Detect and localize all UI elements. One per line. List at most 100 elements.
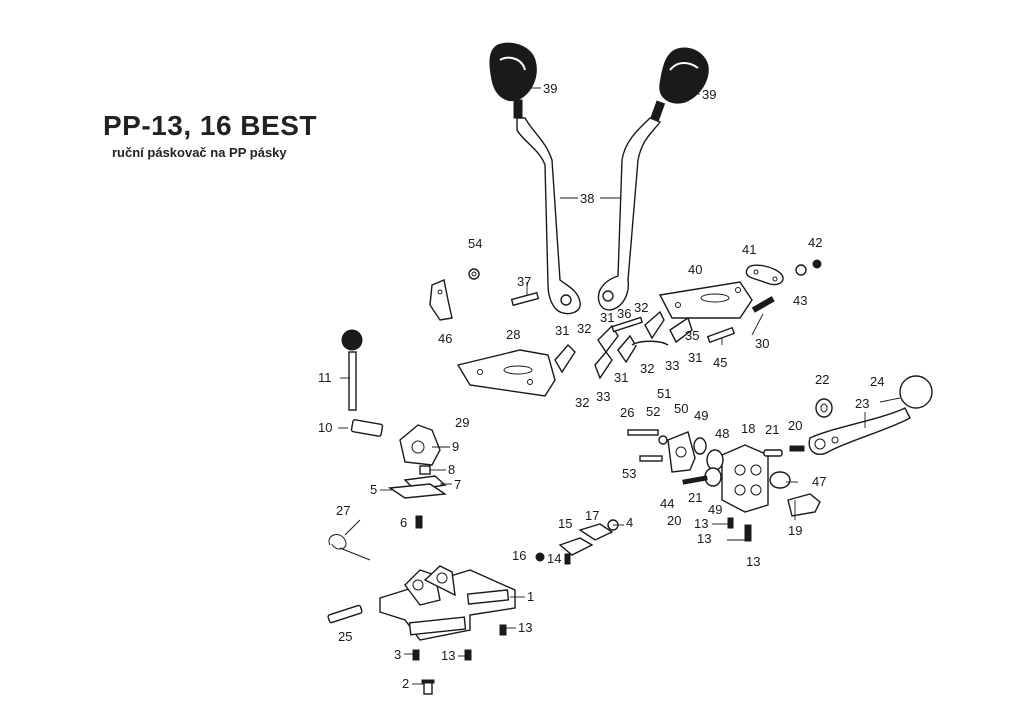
- part-19: [787, 493, 821, 517]
- callout-39-right: 39: [702, 87, 716, 102]
- lever-arm-right: [597, 117, 662, 311]
- lever-arm-left: [516, 117, 581, 315]
- callout-1: 1: [527, 589, 534, 604]
- diagram-subtitle: ruční páskovač na PP pásky: [112, 145, 287, 160]
- lever-11: [341, 329, 363, 411]
- callout-24: 24: [870, 374, 884, 389]
- callout-21-a: 21: [765, 422, 779, 437]
- callout-33-a: 33: [665, 358, 679, 373]
- callout-31-a: 31: [555, 323, 569, 338]
- callout-47: 47: [812, 474, 826, 489]
- screw-6: [415, 515, 423, 529]
- callout-28: 28: [506, 327, 520, 342]
- callout-35: 35: [685, 328, 699, 343]
- housing-18: [721, 444, 769, 513]
- callout-31-b: 31: [600, 310, 614, 325]
- callout-7: 7: [454, 477, 461, 492]
- callout-44: 44: [660, 496, 674, 511]
- callout-49-a: 49: [694, 408, 708, 423]
- callout-4: 4: [626, 515, 633, 530]
- callout-51: 51: [657, 386, 671, 401]
- callout-13-c: 13: [694, 516, 708, 531]
- callout-38: 38: [580, 191, 594, 206]
- callout-52: 52: [646, 404, 660, 419]
- plate-50: [667, 431, 696, 473]
- callout-16: 16: [512, 548, 526, 563]
- washers-48-49-52: [658, 435, 724, 487]
- screw-30: [751, 296, 775, 313]
- callout-8: 8: [448, 462, 455, 477]
- parts-8-7-5: [387, 465, 448, 499]
- callout-31-d: 31: [614, 370, 628, 385]
- nut-42: [812, 259, 822, 269]
- callout-21-b: 21: [688, 490, 702, 505]
- pin-37: [510, 291, 540, 307]
- callout-19: 19: [788, 523, 802, 538]
- callout-53: 53: [622, 466, 636, 481]
- callout-5: 5: [370, 482, 377, 497]
- callout-49-b: 49: [708, 502, 722, 517]
- callout-17: 17: [585, 508, 599, 523]
- spring-27: [328, 519, 371, 561]
- callout-32-d: 32: [575, 395, 589, 410]
- callout-18: 18: [741, 421, 755, 436]
- callout-20-b: 20: [667, 513, 681, 528]
- block-9: [399, 424, 441, 466]
- callout-13-a: 13: [518, 620, 532, 635]
- callout-6: 6: [400, 515, 407, 530]
- callout-3: 3: [394, 647, 401, 662]
- callout-30: 30: [755, 336, 769, 351]
- callout-33-b: 33: [596, 389, 610, 404]
- callout-13-d: 13: [697, 531, 711, 546]
- callout-42: 42: [808, 235, 822, 250]
- screws-13-right: [727, 517, 752, 542]
- washer-54: [468, 268, 480, 280]
- lever-arm-23: [808, 407, 911, 456]
- handle-grip-left: [489, 42, 537, 119]
- callout-13-b: 13: [441, 648, 455, 663]
- diagram-title: PP-13, 16 BEST: [103, 110, 317, 141]
- callout-27: 27: [336, 503, 350, 518]
- callout-20-a: 20: [788, 418, 802, 433]
- washer-43: [795, 264, 807, 276]
- callout-25: 25: [338, 629, 352, 644]
- callout-31-c: 31: [688, 350, 702, 365]
- handle-grip-right: [650, 47, 709, 122]
- bracket-plate-28: [456, 349, 556, 397]
- callout-48: 48: [715, 426, 729, 441]
- callout-2: 2: [402, 676, 409, 691]
- bolt-2: [421, 679, 435, 695]
- callout-46: 46: [438, 331, 452, 346]
- bracket-46: [429, 279, 453, 321]
- callout-22: 22: [815, 372, 829, 387]
- callout-43: 43: [793, 293, 807, 308]
- pin-10: [350, 419, 384, 437]
- callout-45: 45: [713, 355, 727, 370]
- washer-22: [815, 398, 833, 418]
- bracket-plate-40: [658, 281, 753, 319]
- parts-14-15-16-17-4: [535, 519, 619, 565]
- pins-20-21: [763, 445, 805, 457]
- callout-39-left: 39: [543, 81, 557, 96]
- callout-13-e: 13: [746, 554, 760, 569]
- callout-11: 11: [318, 370, 332, 385]
- callout-23: 23: [855, 396, 869, 411]
- part-47: [769, 471, 791, 489]
- callout-36: 36: [617, 306, 631, 321]
- small-links-31-36: [554, 310, 736, 380]
- callout-26: 26: [620, 405, 634, 420]
- callout-labels: 39 39 38 54 37 46 28 31 32 31 36 32 40 4…: [318, 81, 884, 691]
- callout-9: 9: [452, 439, 459, 454]
- callout-14: 14: [547, 551, 561, 566]
- base-plate-1: [379, 565, 516, 641]
- screws-26-53-44: [627, 429, 708, 485]
- pin-25: [327, 604, 363, 624]
- knob-24: [899, 375, 933, 409]
- callout-29: 29: [455, 415, 469, 430]
- callout-37: 37: [517, 274, 531, 289]
- callout-32-a: 32: [577, 321, 591, 336]
- callout-15: 15: [558, 516, 572, 531]
- callout-32-b: 32: [634, 300, 648, 315]
- leader-lines: [338, 87, 901, 685]
